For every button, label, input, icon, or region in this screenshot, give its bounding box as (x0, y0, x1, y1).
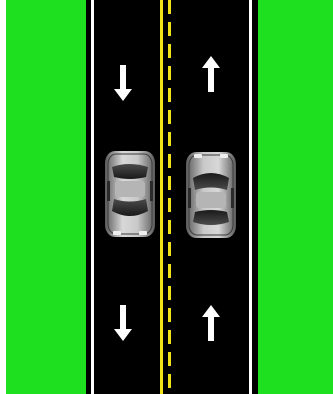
center-line-solid (160, 0, 163, 394)
grass-left (6, 0, 86, 394)
car-icon (186, 152, 236, 238)
edge-line-left (91, 0, 94, 394)
left-car[interactable] (105, 151, 155, 237)
page-border-left (0, 0, 6, 394)
edge-line-right (249, 0, 252, 394)
right-car[interactable] (186, 152, 236, 238)
car-icon (105, 151, 155, 237)
grass-right (258, 0, 333, 394)
